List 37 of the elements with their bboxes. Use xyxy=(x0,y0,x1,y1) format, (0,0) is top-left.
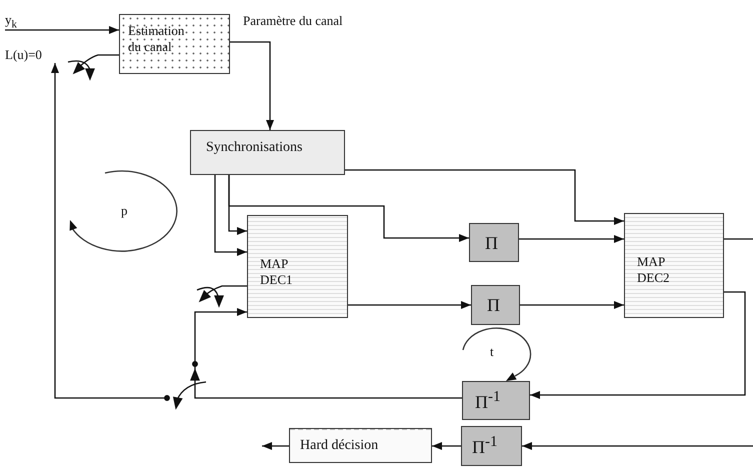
annotation-label: p xyxy=(121,203,128,219)
arrow xyxy=(345,169,624,225)
block-label: Estimation du canal xyxy=(128,23,186,56)
synchronisation-block xyxy=(190,130,345,175)
block-label: Synchronisations xyxy=(206,139,302,156)
arrow xyxy=(51,63,167,399)
deinterleaver-block xyxy=(461,426,522,466)
arrow xyxy=(530,291,746,399)
block-label: Π xyxy=(485,232,498,254)
block-label: Π xyxy=(487,294,500,316)
block-label: Π$^{-1}$ xyxy=(472,433,498,458)
arrow xyxy=(520,301,624,309)
arrow xyxy=(348,301,471,309)
arrow xyxy=(262,442,289,450)
interleaver-block xyxy=(471,285,520,325)
block-label: Hard décision xyxy=(300,437,378,454)
annotation-label: t xyxy=(490,344,494,360)
arrow xyxy=(228,175,469,242)
interleaver-block xyxy=(469,223,519,262)
arrow xyxy=(5,26,119,34)
arrow xyxy=(194,308,462,399)
arrow xyxy=(522,442,753,450)
block-label: L(u)=0 xyxy=(5,47,42,64)
block-label: MAP DEC2 xyxy=(637,254,670,286)
arrow xyxy=(214,175,247,256)
decoder-block xyxy=(247,215,348,318)
estimation-block xyxy=(119,14,230,74)
arrow xyxy=(432,442,461,450)
block-label: Π$^{-1}$ xyxy=(475,388,500,414)
block-label: y$_{k}$ xyxy=(5,12,17,32)
decision-block xyxy=(289,428,432,463)
arrow xyxy=(230,41,274,130)
arrow xyxy=(519,235,624,243)
annotation-label: Paramètre du canal xyxy=(243,13,343,29)
block-label: MAP DEC1 xyxy=(260,256,294,288)
decoder-block xyxy=(624,213,724,318)
deinterleaver-block xyxy=(462,381,530,420)
